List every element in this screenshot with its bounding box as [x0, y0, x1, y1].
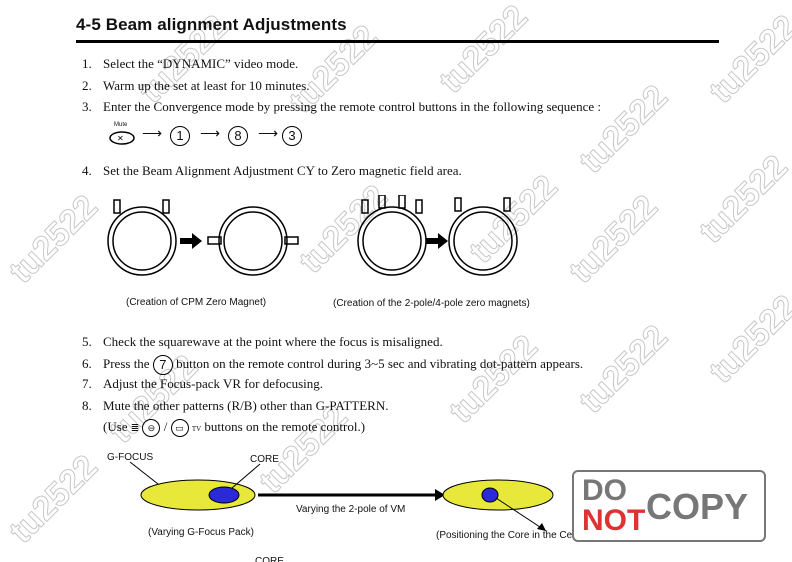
- watermark: tu2522: [571, 77, 676, 181]
- step-8-sub: (Use ≣ ⊖ / ▭ TV buttons on the remote co…: [103, 419, 365, 438]
- varying-pack-caption: (Varying G-Focus Pack): [148, 527, 254, 538]
- arrow-icon: ⟶: [142, 127, 163, 142]
- watermark: tu2522: [691, 147, 792, 251]
- watermark: tu2522: [701, 287, 792, 391]
- varying-vm-label: Varying the 2-pole of VM: [296, 504, 406, 515]
- positioning-caption: (Positioning the Core in the Center): [436, 530, 593, 541]
- mute-button-icon: Mute ✕: [108, 122, 136, 146]
- arrow-icon: [426, 233, 448, 249]
- watermark: tu2522: [701, 7, 792, 111]
- arrow-icon: ⟶: [258, 127, 279, 142]
- step-5: 5.Check the squarewave at the point wher…: [82, 334, 443, 349]
- pole-after: [448, 197, 518, 276]
- pole-caption: (Creation of the 2-pole/4-pole zero magn…: [333, 298, 530, 309]
- magnet-diagram: [107, 195, 518, 276]
- key-7-icon: 7: [152, 355, 173, 375]
- watermark: tu2522: [571, 317, 676, 421]
- arrow-icon: ⟶: [200, 127, 221, 142]
- core-cut-label: CORE: [255, 556, 284, 562]
- focus-diagram: [129, 461, 554, 532]
- watermark: tu2522: [561, 187, 666, 291]
- menu-icon: ≣: [130, 423, 140, 434]
- gfocus-label: G-FOCUS: [107, 452, 154, 463]
- heading-rule: [76, 40, 719, 43]
- section-heading: 4-5 Beam alignment Adjustments: [76, 15, 347, 34]
- watermark: tu2522: [1, 187, 106, 291]
- svg-text:✕: ✕: [117, 134, 124, 143]
- key-8: 8: [228, 126, 248, 146]
- step-7: 7.Adjust the Focus-pack VR for defocusin…: [82, 376, 324, 391]
- watermark: tu2522: [431, 0, 536, 101]
- watermark: tu2522: [1, 447, 106, 551]
- pole-before: [357, 195, 427, 276]
- key-3: 3: [282, 126, 302, 146]
- cpm-caption: (Creation of CPM Zero Magnet): [126, 297, 267, 308]
- step-2: 2.Warm up the set at least for 10 minute…: [82, 78, 310, 93]
- right-button-icon: ▭: [170, 419, 189, 438]
- cpm-before: [107, 199, 177, 276]
- left-button-icon: ⊖: [142, 419, 161, 438]
- watermark: tu2522: [441, 327, 546, 431]
- step-6: 6.Press the 7 button on the remote contr…: [82, 355, 583, 375]
- core-label: CORE: [250, 454, 279, 465]
- step-8: 8.Mute the other patterns (R/B) other th…: [82, 398, 389, 413]
- step-1: 1.Select the “DYNAMIC” video mode.: [82, 56, 299, 71]
- do-not-copy-stamp: DO NOT COPY: [572, 470, 766, 542]
- step-4: 4.Set the Beam Alignment Adjustment CY t…: [82, 163, 462, 178]
- arrow-icon: [180, 233, 202, 249]
- cpm-after: [207, 206, 299, 276]
- key-1: 1: [170, 126, 190, 146]
- step-3: 3.Enter the Convergence mode by pressing…: [82, 99, 601, 114]
